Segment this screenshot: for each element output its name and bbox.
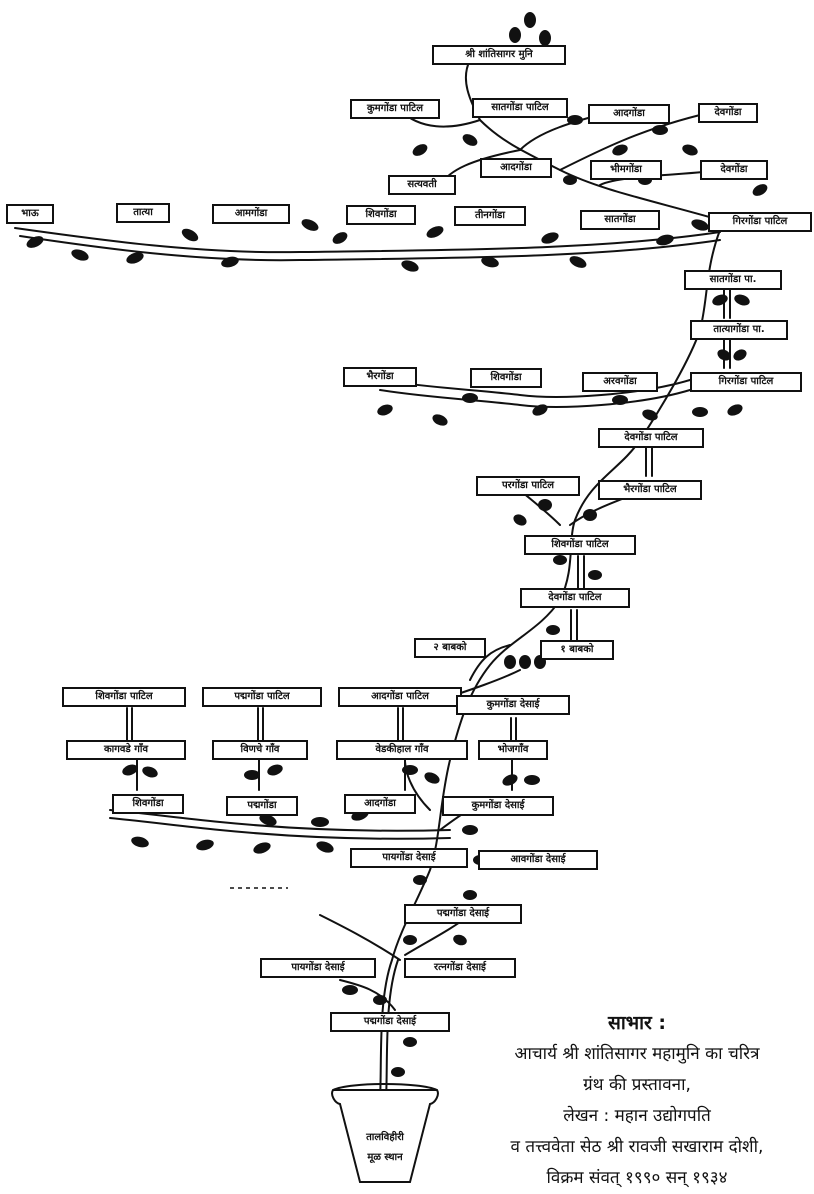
node-n32: आदगोंडा पाटिल <box>338 687 462 707</box>
node-n21: अरवगोंडा <box>582 372 658 392</box>
node-n30: शिवगोंडा पाटिल <box>62 687 186 707</box>
node-n26: शिवगोंडा पाटिल <box>524 535 636 555</box>
node-n40: आदगोंडा <box>344 794 416 814</box>
node-n45: पायगोंडा देसाई <box>260 958 376 978</box>
node-n08: भीमगोंडा <box>590 160 662 180</box>
node-n24: परगोंडा पाटिल <box>476 476 580 496</box>
credit-title: साभार : <box>607 1012 667 1034</box>
node-n05: देवगोंडा <box>698 103 758 123</box>
node-n06: सत्यवती <box>388 175 456 195</box>
node-n02: कुमगोंडा पाटिल <box>350 99 440 119</box>
node-n34: कागवडे गाँव <box>66 740 186 760</box>
node-n07: आदगोंडा <box>480 158 552 178</box>
pot-label-line1: तालविहीरी <box>366 1132 404 1143</box>
node-n16: गिरगोंडा पाटिल <box>708 212 812 232</box>
node-n15: सातगोंडा <box>580 210 660 230</box>
node-n28: २ बाबको <box>414 638 486 658</box>
node-n13: शिवगोंडा <box>346 205 416 225</box>
node-n27: देवगोंडा पाटिल <box>520 588 630 608</box>
node-n31: पद्मगोंडा पाटिल <box>202 687 322 707</box>
node-n39: पद्मगोंडा <box>226 796 298 816</box>
node-n25: भैरगोंडा पाटिल <box>598 480 702 500</box>
node-n41: कुमगोंडा देसाई <box>442 796 554 816</box>
node-n47: पद्मगोंडा देसाई <box>330 1012 450 1032</box>
credit-line-1: आचार्य श्री शांतिसागर महामुनि का चरित्र <box>514 1044 760 1064</box>
node-n23: देवगोंडा पाटिल <box>598 428 704 448</box>
node-n35: विणचे गाँव <box>212 740 308 760</box>
node-n12: आमगोंडा <box>212 204 290 224</box>
node-n10: भाऊ <box>6 204 54 224</box>
node-n43: आवगोंडा देसाई <box>478 850 598 870</box>
credit-line-5: विक्रम संवत् १९९० सन् १९३४ <box>546 1168 728 1188</box>
node-n14: तीनगोंडा <box>454 206 526 226</box>
node-n42: पायगोंडा देसाई <box>350 848 468 868</box>
node-n38: शिवगोंडा <box>112 794 184 814</box>
node-n36: वेडकीहाल गाँव <box>336 740 468 760</box>
credit-line-2: ग्रंथ की प्रस्तावना, <box>583 1075 691 1095</box>
node-n04: आदगोंडा <box>588 104 670 124</box>
node-n17: सातगोंडा पा. <box>684 270 782 290</box>
node-n46: रत्नगोंडा देसाई <box>404 958 516 978</box>
node-n09: देवगोंडा <box>700 160 768 180</box>
credit-note: साभार : आचार्य श्री शांतिसागर महामुनि का… <box>462 1008 812 1194</box>
node-n19: भैरगोंडा <box>343 367 417 387</box>
credit-line-3: लेखन : महान उद्योगपति <box>563 1106 711 1126</box>
pot <box>331 1083 439 1183</box>
pot-label-line2: मूळ स्थान <box>367 1152 403 1163</box>
node-n44: पद्मगोंडा देसाई <box>404 904 522 924</box>
pot-label: तालविहीरी मूळ स्थान <box>343 1128 427 1168</box>
node-n03: सातगोंडा पाटिल <box>472 98 568 118</box>
node-n20: शिवगोंडा <box>470 368 542 388</box>
credit-line-4: व तत्त्ववेता सेठ श्री रावजी सखाराम दोशी, <box>510 1137 764 1157</box>
node-n33: कुमगोंडा देसाई <box>456 695 570 715</box>
node-n11: तात्या <box>116 203 170 223</box>
node-n18: तात्यागोंडा पा. <box>690 320 788 340</box>
node-n37: भोजगाँव <box>478 740 548 760</box>
node-n22: गिरगोंडा पाटिल <box>690 372 802 392</box>
node-n29: १ बाबको <box>540 640 614 660</box>
node-n01: श्री शांतिसागर मुनि <box>432 45 566 65</box>
